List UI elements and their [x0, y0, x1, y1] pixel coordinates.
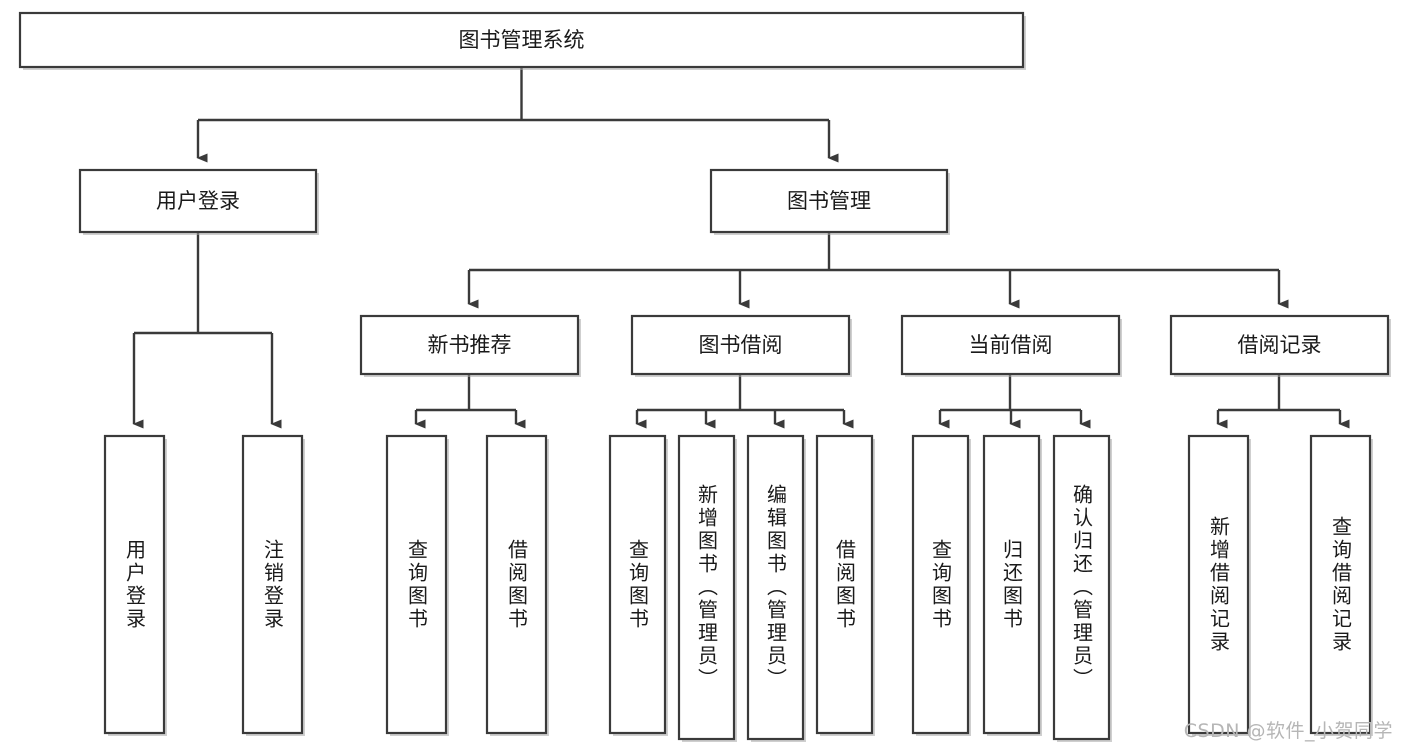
node-book-management[interactable]	[709, 168, 949, 234]
node-leaf-logout-login[interactable]	[241, 434, 304, 735]
node-leaf-return-book[interactable]	[982, 434, 1041, 735]
node-root-label: 图书管理系统	[459, 28, 585, 52]
node-book-management-label: 图书管理	[787, 189, 871, 213]
node-new-book-recommend-label: 新书推荐	[428, 333, 512, 357]
node-leaf-query-book-2[interactable]	[608, 434, 667, 735]
node-box-group	[18, 11, 1391, 742]
node-book-borrow-label: 图书借阅	[699, 333, 783, 357]
node-user-login[interactable]	[78, 168, 318, 234]
node-borrow-record-label: 借阅记录	[1238, 333, 1322, 357]
node-user-login-label: 用户登录	[156, 189, 240, 213]
node-new-book-recommend[interactable]	[359, 314, 580, 376]
node-leaf-user-login[interactable]	[103, 434, 166, 735]
node-root[interactable]	[18, 11, 1025, 69]
node-current-borrow[interactable]	[900, 314, 1121, 376]
node-leaf-edit-book-admin[interactable]	[746, 434, 805, 741]
node-current-borrow-label: 当前借阅	[969, 333, 1053, 357]
node-leaf-query-borrow-record[interactable]	[1309, 434, 1372, 735]
node-leaf-borrow-book-2[interactable]	[815, 434, 874, 735]
node-leaf-add-borrow-record[interactable]	[1187, 434, 1250, 735]
node-leaf-confirm-return-admin[interactable]	[1052, 434, 1111, 741]
connector-group	[132, 67, 1350, 429]
node-borrow-record[interactable]	[1169, 314, 1390, 376]
watermark-text: CSDN @软件_小贺同学	[1183, 720, 1393, 742]
node-leaf-borrow-book-1[interactable]	[485, 434, 548, 735]
node-leaf-add-book-admin[interactable]	[677, 434, 736, 741]
node-book-borrow[interactable]	[630, 314, 851, 376]
node-leaf-query-book-1[interactable]	[385, 434, 448, 735]
node-leaf-query-book-3[interactable]	[911, 434, 970, 735]
